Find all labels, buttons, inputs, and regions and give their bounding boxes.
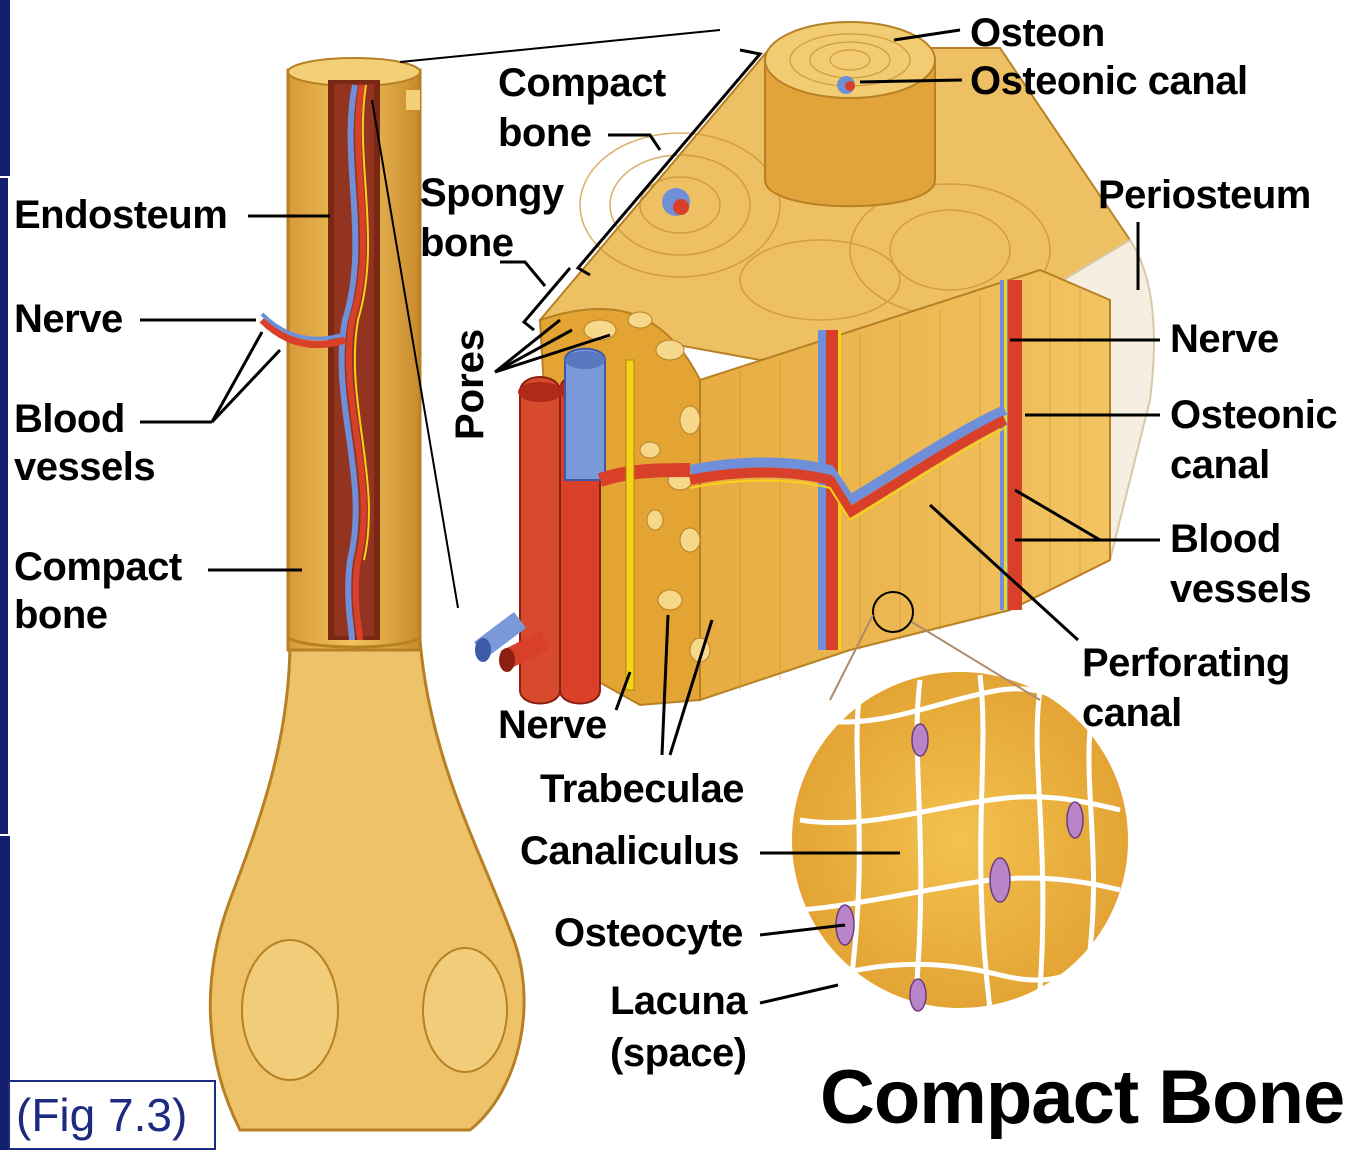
label-lacuna-2: (space) <box>610 1030 747 1076</box>
label-osteonic-canal-top: Osteonic canal <box>970 58 1248 104</box>
label-blood-left-1: Blood <box>14 396 125 442</box>
diagram-title: Compact Bone <box>820 1056 1344 1140</box>
label-spongy-1: Spongy <box>420 170 564 216</box>
label-osteocyte: Osteocyte <box>554 910 743 956</box>
label-osteonic-1: Osteonic <box>1170 392 1337 438</box>
label-osteonic-2: canal <box>1170 442 1270 488</box>
label-spongy-2: bone <box>420 220 514 266</box>
label-lacuna-1: Lacuna <box>610 978 747 1024</box>
label-compact-top-2: bone <box>498 110 592 156</box>
label-pores: Pores <box>448 329 492 440</box>
label-perforating-2: canal <box>1082 690 1182 736</box>
magnified-view <box>790 592 1130 1011</box>
label-compact-top-1: Compact <box>498 60 666 106</box>
label-osteon: Osteon <box>970 10 1105 56</box>
label-blood-right-2: vessels <box>1170 566 1311 612</box>
label-endosteum: Endosteum <box>14 192 227 238</box>
label-periosteum: Periosteum <box>1098 172 1311 218</box>
label-blood-right-1: Blood <box>1170 516 1281 562</box>
label-perforating-1: Perforating <box>1082 640 1290 686</box>
label-compact-left-1: Compact <box>14 544 182 590</box>
label-canaliculus: Canaliculus <box>520 828 739 874</box>
figure-reference: (Fig 7.3) <box>8 1080 216 1150</box>
label-compact-left-2: bone <box>14 592 108 638</box>
label-trabeculae: Trabeculae <box>540 766 744 812</box>
label-nerve-left: Nerve <box>14 296 123 342</box>
label-blood-left-2: vessels <box>14 444 155 490</box>
label-nerve-right: Nerve <box>1170 316 1279 362</box>
label-nerve-bottom: Nerve <box>498 702 607 748</box>
